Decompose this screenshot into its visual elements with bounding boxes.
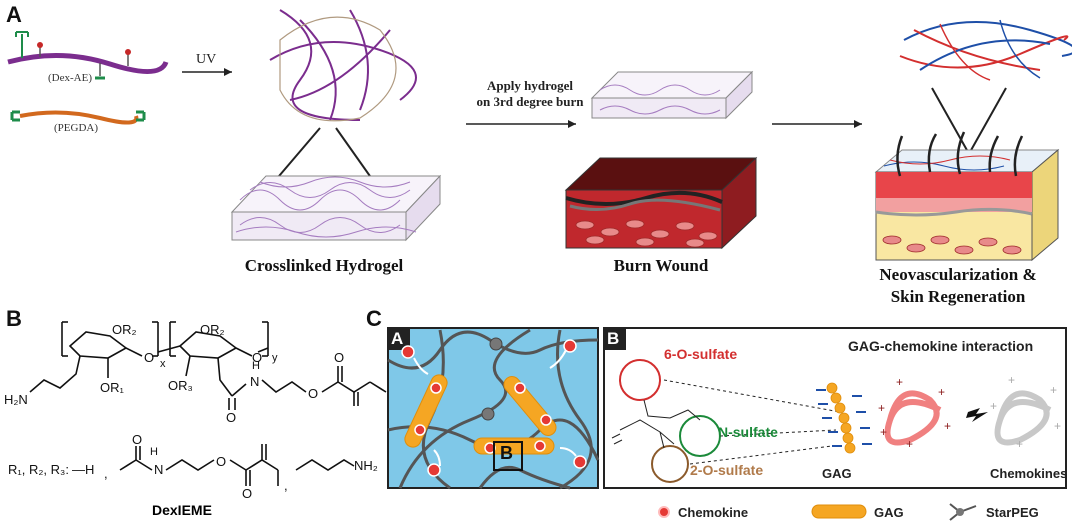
gag-label: GAG (822, 466, 852, 481)
panel-a-label: A (6, 2, 22, 27)
legend-gag-label: GAG (874, 505, 904, 520)
dex-ae-label: (Dex-AE) (48, 72, 92, 84)
pegda-strand (19, 110, 139, 125)
sub-o2: O (216, 454, 227, 469)
dex-ae-pendant-red (37, 42, 43, 48)
or3-label: OR₃ (168, 378, 193, 393)
sub-o1: O (132, 432, 143, 447)
dexieme-name: DexIEME (152, 502, 212, 518)
o-ester-carbonyl: O (334, 350, 345, 365)
apply-label-line2: on 3rd degree burn (476, 94, 584, 109)
crosslinked-network (269, 9, 417, 121)
or2-a: OR₂ (112, 322, 137, 337)
six-o-sulfate-label: 6-O-sulfate (664, 346, 738, 362)
regenerated-skin-block (874, 131, 1060, 262)
o-bridge-1: O (144, 350, 155, 365)
legend-chemokine-label: Chemokine (678, 505, 749, 520)
legend-starpeg-label: StarPEG (986, 505, 1039, 520)
applied-hydrogel (590, 70, 754, 120)
n-sulfate-label: N-sulfate (718, 424, 778, 440)
inset-a-letter: A (391, 329, 404, 348)
hydrogel-slab (230, 174, 442, 242)
o-bridge-2: O (252, 350, 263, 365)
caption-burn-wound: Burn Wound (613, 256, 709, 275)
nh-h-label: H (252, 360, 260, 372)
h-option: —H (72, 462, 95, 477)
o-carbonyl-label: O (226, 410, 237, 425)
chemokines-label: Chemokines (990, 466, 1068, 481)
o-ester-label: O (308, 386, 319, 401)
burn-wound-block (564, 156, 758, 250)
sub-h: H (150, 446, 158, 458)
pegda-label: (PEGDA) (54, 122, 98, 134)
apply-label-line1: Apply hydrogel (486, 78, 574, 93)
dex-ae-strand (7, 52, 169, 75)
comma-2: , (284, 478, 288, 493)
panel-c-label: C (366, 306, 382, 331)
subscript-y: y (272, 352, 278, 364)
or2-b: OR₂ (200, 322, 225, 337)
sub-n: N (154, 462, 164, 477)
vessel-network (899, 19, 1072, 81)
caption-neovascularization: Neovascularization & Skin Regeneration (858, 264, 1058, 308)
caption-crosslinked-hydrogel: Crosslinked Hydrogel (244, 256, 404, 275)
n-label: N (250, 374, 260, 389)
inset-b-letter: B (607, 329, 620, 348)
comma-1: , (104, 466, 108, 481)
panel-b-label: B (6, 306, 22, 331)
subscript-x: x (160, 358, 166, 370)
apply-label: Apply hydrogel on 3rd degree burn (470, 78, 590, 110)
uv-label: UV (196, 52, 217, 67)
h2n-label: H₂N (4, 392, 28, 407)
or1-label: OR₁ (100, 380, 124, 395)
sub-o3: O (242, 486, 253, 501)
nh2-label: NH₂ (354, 458, 378, 473)
caption-neo-line2: Skin Regeneration (890, 287, 1026, 306)
inset-b-box-letter: B (500, 443, 513, 463)
r-groups-label: R₁, R₂, R₃: (8, 462, 69, 477)
two-o-sulfate-label: 2-O-sulfate (690, 462, 764, 478)
gag-chemokine-title: GAG-chemokine interaction (848, 338, 1034, 354)
caption-neo-line1: Neovascularization & (879, 265, 1037, 284)
